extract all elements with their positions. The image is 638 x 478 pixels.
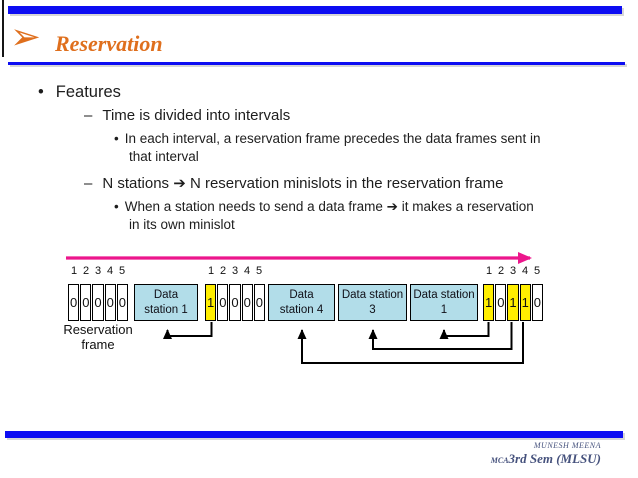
bottom-divider-bar	[5, 431, 623, 438]
bullet-nstations: –N stations ➔ N reservation minislots in…	[84, 174, 503, 192]
minislot-cell: 0	[92, 284, 104, 321]
minislot-cell: 0	[104, 284, 116, 321]
minislot-cell: 0	[217, 284, 229, 321]
data-frame-box: Data station 1	[134, 284, 198, 321]
minislot-cell: 0	[241, 284, 253, 321]
page-title: Reservation	[55, 31, 163, 56]
footer-author: MUNESH MEENA	[533, 441, 601, 450]
connector-slot3-to-station3	[368, 322, 513, 350]
connector-slot4-to-station4	[297, 322, 524, 364]
bullet-features: • Features	[38, 83, 121, 102]
bullet-when-pre: When a station needs to send a data fram…	[124, 199, 383, 214]
minislot-cell: 1	[519, 284, 531, 321]
bullet-features-label: Features	[55, 83, 121, 101]
bullet-dash-icon: –	[84, 175, 93, 192]
bullet-nstations-pre: N stations	[102, 175, 170, 192]
minislot-index: 1	[70, 265, 78, 277]
footer-credit: MUNESH MEENA MCA3rd Sem (MLSU)	[491, 441, 601, 467]
data-frame-box: Data station 1	[410, 284, 478, 321]
minislot-cell: 0	[253, 284, 266, 321]
bullet-time-divided: –Time is divided into intervals	[84, 107, 290, 124]
minislot-index: 5	[255, 265, 263, 277]
minislot-index: 2	[497, 265, 505, 277]
bullet-nstations-post: N reservation minislots in the reservati…	[189, 175, 504, 192]
minislot-index: 4	[106, 265, 114, 277]
minislot-index: 2	[219, 265, 227, 277]
minislot-index: 1	[207, 265, 215, 277]
minislot-index: 3	[231, 265, 239, 277]
minislot-cell: 1	[483, 284, 495, 321]
minislot-index: 3	[509, 265, 517, 277]
bullet-when-post: it makes a reservation	[401, 199, 534, 214]
bullet-dot-icon: •	[114, 131, 119, 146]
slide-edge-line	[2, 0, 4, 57]
bullet-dash-icon: –	[84, 107, 93, 124]
minislot-cell: 0	[531, 284, 544, 321]
title-arrowhead-icon: ➢	[10, 15, 42, 58]
top-divider-bar	[8, 6, 622, 14]
footer-course-prefix: MCA	[490, 456, 509, 465]
bullet-interval: • In each interval, a reservation frame p…	[114, 130, 604, 166]
bullet-time-label: Time is divided into intervals	[102, 107, 291, 124]
title-underline	[8, 62, 625, 65]
minislot-index: 1	[485, 265, 493, 277]
footer-course: MCA3rd Sem (MLSU)	[491, 451, 601, 467]
minislot-cell: 1	[507, 284, 519, 321]
minislot-cell: 0	[495, 284, 507, 321]
minislot-cell: 1	[205, 284, 217, 321]
minislot-cell: 0	[229, 284, 241, 321]
connector-slot1-to-station1b	[439, 322, 490, 339]
footer-course-main: 3rd Sem (MLSU)	[508, 451, 601, 466]
right-arrow-icon: ➔	[386, 199, 398, 215]
minislot-index: 4	[243, 265, 251, 277]
right-arrow-icon: ➔	[173, 174, 186, 192]
minislot-index: 3	[94, 265, 102, 277]
minislot-cell: 0	[116, 284, 129, 321]
minislot-cell: 0	[80, 284, 92, 321]
bullet-interval-line2: that interval	[129, 149, 199, 164]
minislot-index: 4	[521, 265, 529, 277]
reservation-frame-caption: Reservation frame	[63, 322, 133, 352]
data-frame-box: Data station 4	[268, 284, 335, 321]
minislot-cell: 0	[68, 284, 80, 321]
minislot-index: 2	[82, 265, 90, 277]
bullet-when-line2: in its own minislot	[129, 217, 235, 232]
bullet-dot-icon: •	[38, 83, 44, 101]
minislot-index: 5	[118, 265, 126, 277]
bullet-dot-icon: •	[114, 199, 119, 214]
bullet-interval-line1: In each interval, a reservation frame pr…	[124, 131, 541, 146]
minislot-index: 5	[533, 265, 541, 277]
bullet-when: • When a station needs to send a data fra…	[114, 198, 534, 234]
data-frame-box: Data station 3	[338, 284, 407, 321]
connector-slot1-to-station1	[163, 322, 213, 339]
